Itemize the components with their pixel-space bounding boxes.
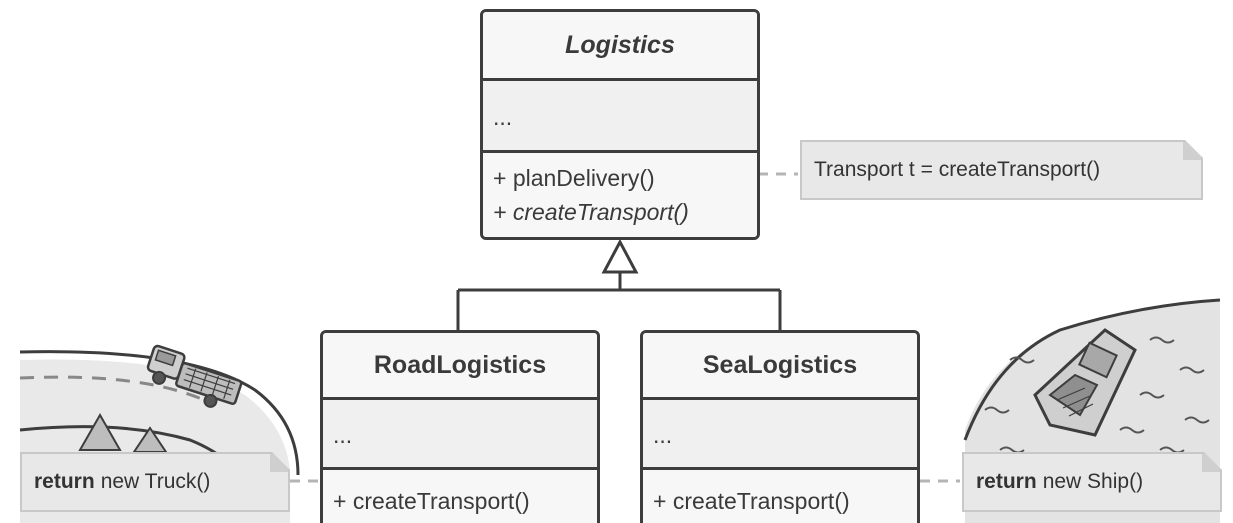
truck-icon — [146, 344, 243, 408]
road-center-line — [19, 375, 216, 407]
class-road-logistics: RoadLogistics ... + createTransport() — [320, 330, 600, 523]
note-keyword: return — [34, 470, 95, 493]
class-fields: ... — [323, 397, 597, 467]
note-return-truck: return new Truck() — [20, 452, 290, 512]
note-keyword: return — [976, 470, 1037, 493]
note-return-ship: return new Ship() — [962, 452, 1222, 512]
method-plan-delivery: + planDelivery() — [493, 165, 655, 191]
class-methods: + createTransport() — [643, 467, 917, 523]
method-create-transport-abstract: + createTransport() — [493, 199, 689, 225]
inheritance-arrow — [456, 238, 782, 332]
class-name: SeaLogistics — [643, 333, 917, 397]
class-name: Logistics — [483, 12, 757, 78]
class-fields: ... — [483, 78, 757, 150]
method-create-transport: + createTransport() — [653, 488, 850, 514]
tree-icon — [78, 412, 122, 451]
shoreline — [963, 298, 1221, 441]
class-sea-logistics: SeaLogistics ... + createTransport() — [640, 330, 920, 523]
note-plan-delivery: Transport t = createTransport() — [800, 140, 1203, 200]
class-logistics: Logistics ... + planDelivery() + createT… — [480, 9, 760, 240]
class-methods: + createTransport() — [323, 467, 597, 523]
class-fields: ... — [643, 397, 917, 467]
note-text: Transport t = createTransport() — [814, 158, 1101, 181]
class-name: RoadLogistics — [323, 333, 597, 397]
note-text: new Truck() — [100, 470, 211, 493]
note-text: new Ship() — [1042, 470, 1144, 493]
ship-icon — [1033, 328, 1137, 437]
method-create-transport: + createTransport() — [333, 488, 530, 514]
class-methods: + planDelivery() + createTransport() — [483, 150, 757, 237]
